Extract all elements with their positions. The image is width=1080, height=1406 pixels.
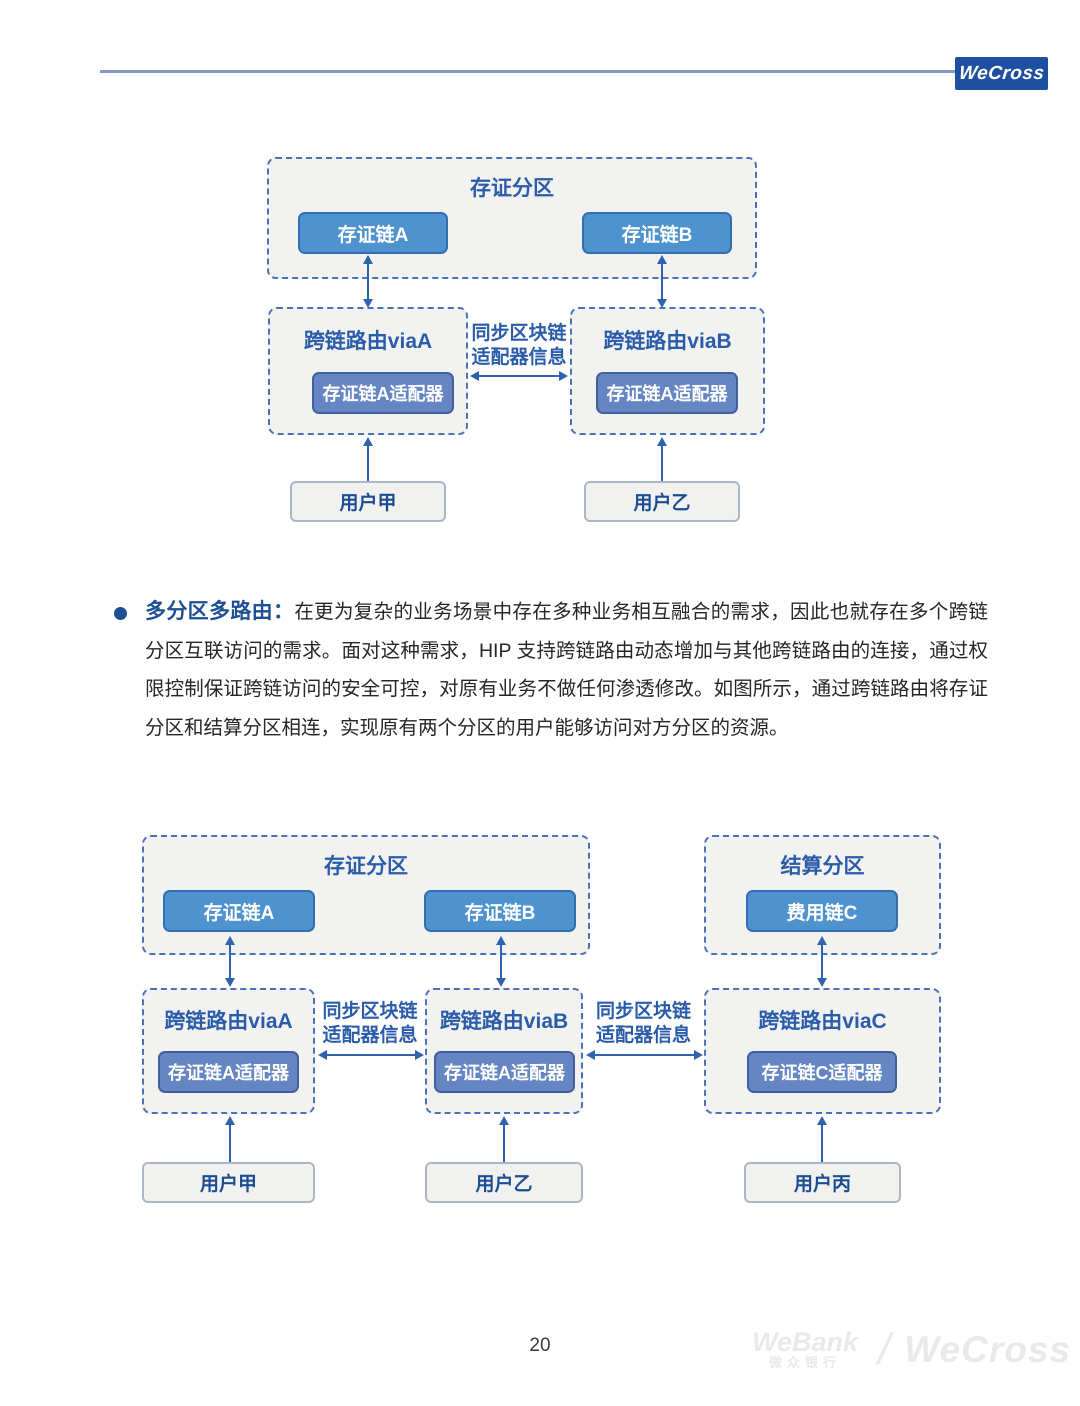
d1-connector-chain-b-router-b bbox=[657, 255, 667, 308]
d1-sync-arrow bbox=[470, 371, 568, 381]
arrowhead-up-icon bbox=[496, 936, 506, 945]
wecross-logo-text: WeCross bbox=[957, 62, 1046, 84]
d1-sync-label-line2: 适配器信息 bbox=[471, 347, 567, 368]
wecross-logo: WeCross bbox=[955, 57, 1048, 90]
arrowhead-down-icon bbox=[363, 299, 373, 308]
d1-chain-b: 存证链B bbox=[582, 212, 732, 254]
wecross-watermark-text: WeCross bbox=[904, 1329, 1071, 1370]
arrowhead-up-icon bbox=[225, 1116, 235, 1125]
arrowhead-up-icon bbox=[657, 437, 667, 446]
d1-sync-label: 同步区块链 适配器信息 bbox=[468, 322, 570, 370]
footer-watermark: WeBank 微众银行 / WeCross bbox=[752, 1320, 1071, 1380]
d1-connector-user-b-router-b bbox=[657, 437, 667, 483]
d2-user-a: 用户甲 bbox=[142, 1162, 315, 1203]
webank-logo-chinese: 微众银行 bbox=[769, 1355, 842, 1370]
d2-router-c-title: 跨链路由viaC bbox=[758, 1010, 887, 1033]
connector-line bbox=[229, 1123, 231, 1162]
page-number: 20 bbox=[529, 1335, 551, 1356]
d2-sync-label-2: 同步区块链 适配器信息 bbox=[580, 1000, 707, 1048]
d2-connector-user-b-router-b bbox=[499, 1116, 509, 1162]
d1-partition-title: 存证分区 bbox=[470, 177, 554, 200]
arrowhead-down-icon bbox=[817, 978, 827, 987]
header-rule bbox=[100, 70, 956, 73]
d1-router-a-title: 跨链路由viaA bbox=[303, 330, 433, 353]
d2-connector-chain-b-router-b bbox=[496, 936, 506, 987]
arrowhead-up-icon bbox=[817, 936, 827, 945]
d1-router-b-title: 跨链路由viaB bbox=[603, 330, 732, 353]
d2-sync-label-1-line1: 同步区块链 bbox=[322, 1001, 418, 1022]
d2-router-c-box: 跨链路由viaC bbox=[704, 988, 941, 1114]
d1-chain-a: 存证链A bbox=[298, 212, 448, 254]
d2-connector-chain-c-router-c bbox=[817, 936, 827, 987]
webank-logo-text: WeBank bbox=[752, 1327, 859, 1357]
webank-logo: WeBank 微众银行 bbox=[752, 1329, 858, 1371]
arrowhead-right-icon bbox=[415, 1050, 424, 1060]
d2-sync-label-2-line1: 同步区块链 bbox=[595, 1001, 691, 1022]
arrowhead-left-icon bbox=[470, 371, 479, 381]
paragraph-body: 在更为复杂的业务场景中存在多种业务相互融合的需求，因此也就存在多个跨链分区互联访… bbox=[145, 601, 988, 739]
connector-line bbox=[661, 444, 663, 483]
arrowhead-up-icon bbox=[363, 437, 373, 446]
d1-user-a: 用户甲 bbox=[290, 481, 446, 522]
d1-router-a-box: 跨链路由viaA bbox=[268, 307, 468, 435]
body-paragraph: 多分区多路由：在更为复杂的业务场景中存在多种业务相互融合的需求，因此也就存在多个… bbox=[145, 593, 988, 747]
watermark-separator: / bbox=[878, 1325, 891, 1374]
bullet-icon bbox=[114, 607, 127, 620]
paragraph-heading: 多分区多路由： bbox=[145, 600, 295, 623]
d2-sync-label-1: 同步区块链 适配器信息 bbox=[310, 1000, 430, 1048]
arrowhead-up-icon bbox=[817, 1116, 827, 1125]
connector-line bbox=[500, 943, 502, 980]
arrowhead-down-icon bbox=[657, 299, 667, 308]
d2-chain-c: 费用链C bbox=[746, 890, 898, 932]
d2-connector-user-a-router-a bbox=[225, 1116, 235, 1162]
d2-partition-2-box: 结算分区 bbox=[704, 835, 941, 955]
d2-sync-label-2-line2: 适配器信息 bbox=[595, 1025, 691, 1046]
arrowhead-right-icon bbox=[694, 1050, 703, 1060]
arrowhead-up-icon bbox=[657, 255, 667, 264]
d2-sync-arrow-2 bbox=[586, 1050, 703, 1060]
arrowhead-down-icon bbox=[496, 978, 506, 987]
d2-user-c: 用户丙 bbox=[744, 1162, 901, 1203]
arrowhead-down-icon bbox=[225, 978, 235, 987]
arrowhead-up-icon bbox=[225, 936, 235, 945]
d1-adapter-a: 存证链A适配器 bbox=[312, 372, 454, 414]
connector-line bbox=[661, 262, 663, 301]
d2-sync-arrow-1 bbox=[318, 1050, 424, 1060]
connector-line bbox=[821, 943, 823, 980]
d2-user-b: 用户乙 bbox=[425, 1162, 583, 1203]
arrowhead-left-icon bbox=[318, 1050, 327, 1060]
d2-chain-b: 存证链B bbox=[424, 890, 576, 932]
d1-sync-label-line1: 同步区块链 bbox=[471, 323, 567, 344]
connector-line bbox=[593, 1054, 696, 1056]
d2-router-b-title: 跨链路由viaB bbox=[439, 1010, 569, 1033]
arrowhead-right-icon bbox=[559, 371, 568, 381]
arrowhead-left-icon bbox=[586, 1050, 595, 1060]
arrowhead-up-icon bbox=[499, 1116, 509, 1125]
d1-user-b: 用户乙 bbox=[584, 481, 740, 522]
d1-router-b-box: 跨链路由viaB bbox=[570, 307, 765, 435]
connector-line bbox=[503, 1123, 505, 1162]
d2-partition-1-title: 存证分区 bbox=[324, 855, 408, 878]
d1-connector-user-a-router-a bbox=[363, 437, 373, 483]
d2-router-a-title: 跨链路由viaA bbox=[164, 1010, 293, 1033]
connector-line bbox=[367, 262, 369, 301]
d2-connector-user-c-router-c bbox=[817, 1116, 827, 1162]
connector-line bbox=[821, 1123, 823, 1162]
arrowhead-up-icon bbox=[363, 255, 373, 264]
d2-adapter-c: 存证链C适配器 bbox=[747, 1051, 897, 1093]
d2-connector-chain-a-router-a bbox=[225, 936, 235, 987]
connector-line bbox=[477, 375, 561, 377]
d2-sync-label-1-line2: 适配器信息 bbox=[322, 1025, 418, 1046]
d2-adapter-a: 存证链A适配器 bbox=[158, 1051, 299, 1093]
d1-connector-chain-a-router-a bbox=[363, 255, 373, 308]
connector-line bbox=[325, 1054, 417, 1056]
d2-chain-a: 存证链A bbox=[163, 890, 315, 932]
connector-line bbox=[229, 943, 231, 980]
d1-adapter-b: 存证链A适配器 bbox=[596, 372, 738, 414]
connector-line bbox=[367, 444, 369, 483]
d2-adapter-b: 存证链A适配器 bbox=[434, 1051, 575, 1093]
d2-partition-2-title: 结算分区 bbox=[780, 855, 865, 878]
